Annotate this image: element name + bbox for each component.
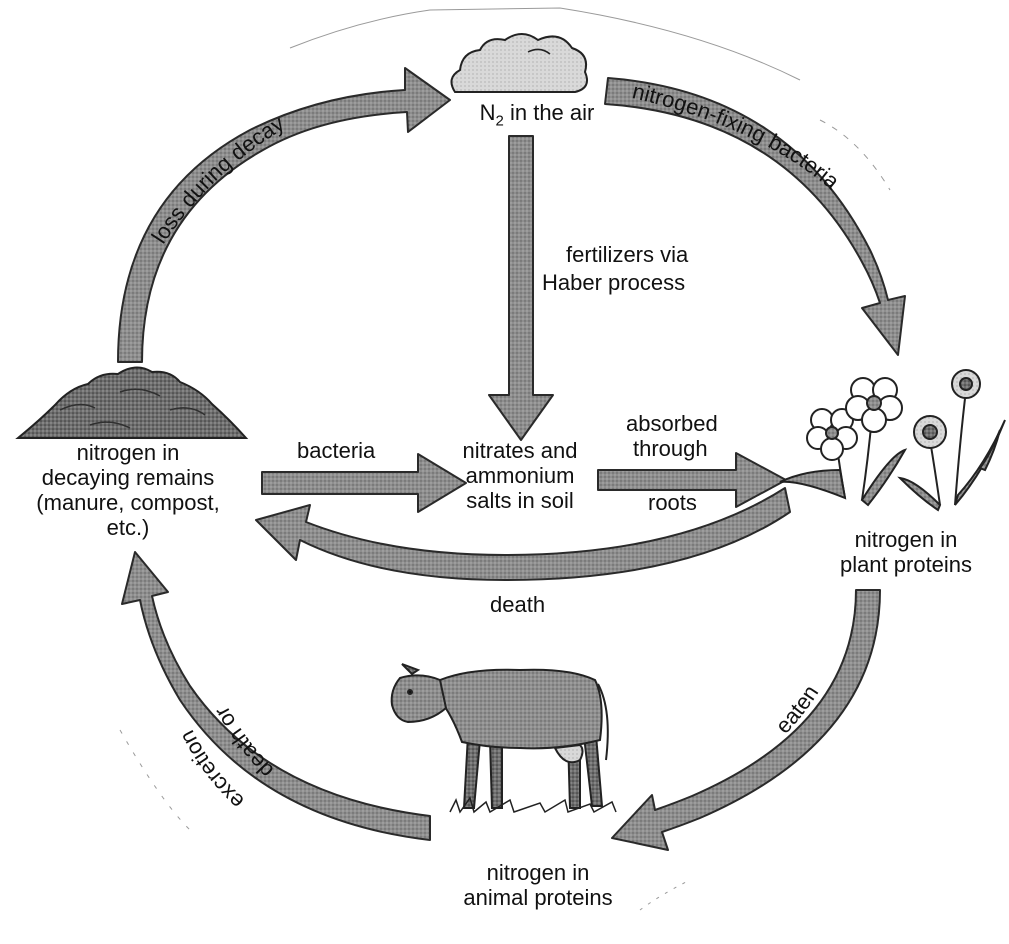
node-plants-label: nitrogen in plant proteins [816,527,996,577]
node-soil-label: nitrates and ammonium salts in soil [430,438,610,513]
animals-line-1: nitrogen in [448,860,628,885]
cloud-icon [451,34,587,92]
node-animals-label: nitrogen in animal proteins [448,860,628,910]
edge-label-nitrogen-fixing: nitrogen-fixing bacteria [630,78,845,194]
soil-line-1: nitrates and [430,438,610,463]
edge-label-absorbed-line-1: absorbed [626,411,718,436]
arrow-death-or-excretion [122,552,430,840]
node-air-label: N2 in the air [452,100,622,133]
decay-line-2: decaying remains [0,465,256,490]
cow-icon [392,664,616,812]
decay-line-4: etc.) [0,515,256,540]
decay-line-3: (manure, compost, [0,490,256,515]
plants-line-2: plant proteins [816,552,996,577]
edge-label-bacteria: bacteria [297,438,376,463]
edge-label-fertilizers-line-2: Haber process [542,270,685,295]
soil-line-2: ammonium [430,463,610,488]
edge-label-absorbed-line-2: through [633,436,708,461]
air-text: in the air [504,100,595,125]
decay-line-1: nitrogen in [0,440,256,465]
arrow-eaten [612,590,880,850]
edge-label-fertilizers-line-1: fertilizers via [566,242,689,267]
compost-heap-icon [18,367,246,438]
flowers-icon [780,370,1005,510]
air-subscript: 2 [496,112,504,129]
soil-line-3: salts in soil [430,488,610,513]
node-decay-label: nitrogen in decaying remains (manure, co… [0,440,256,540]
edge-label-death: death [490,592,545,617]
animals-line-2: animal proteins [448,885,628,910]
plants-line-1: nitrogen in [816,527,996,552]
air-symbol: N [480,100,496,125]
edge-label-roots: roots [648,490,697,515]
